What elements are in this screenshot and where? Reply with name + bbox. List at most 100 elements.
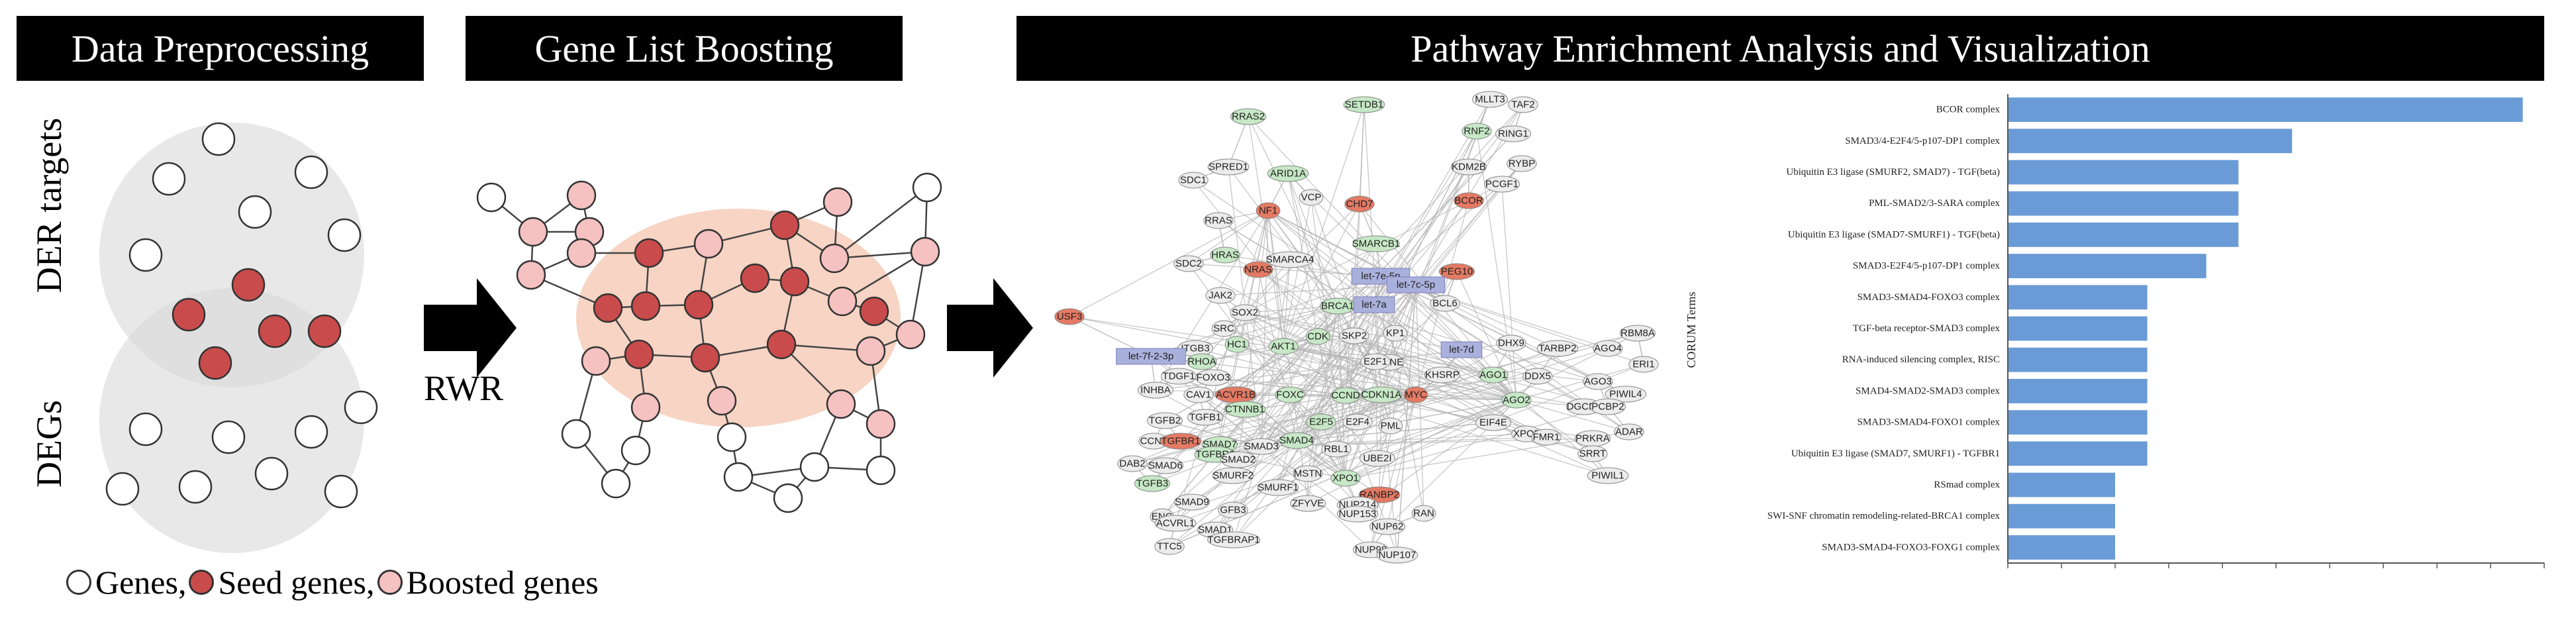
boosted-gene-node bbox=[826, 389, 856, 419]
network-edge bbox=[1296, 440, 1358, 505]
boosted-gene-node bbox=[866, 409, 896, 439]
gene-node bbox=[105, 472, 140, 506]
network-edge bbox=[1516, 399, 1593, 454]
gene-node-shape bbox=[1403, 386, 1428, 403]
network-node-label: PCGF1 bbox=[1485, 179, 1518, 190]
network-node: CAV1 bbox=[1183, 386, 1214, 403]
venn-diagram: DER targets DEGs bbox=[29, 118, 378, 553]
network-node-label: CTNNB1 bbox=[1225, 404, 1265, 415]
network-node: USF3 bbox=[1054, 308, 1085, 325]
network-node: RRAS bbox=[1203, 212, 1234, 229]
network-node-label: SMAD6 bbox=[1148, 460, 1183, 472]
seed-gene-node bbox=[683, 289, 714, 320]
network-node-label: PML bbox=[1381, 421, 1401, 432]
network-edge bbox=[1277, 335, 1355, 488]
network-node-label: NUP153 bbox=[1339, 509, 1377, 520]
network-node-label: CAV1 bbox=[1186, 389, 1211, 401]
seed-gene-node bbox=[859, 296, 889, 327]
gene-node-shape bbox=[1290, 495, 1326, 512]
network-node: BCL6 bbox=[1430, 295, 1460, 312]
network-edge bbox=[1380, 276, 1424, 514]
gene-node bbox=[201, 122, 236, 156]
network-node: UBE2I bbox=[1360, 450, 1395, 467]
network-node: SDC1 bbox=[1178, 172, 1209, 189]
network-node-label: ERI1 bbox=[1632, 359, 1654, 370]
network-edge bbox=[1345, 395, 1609, 476]
gene-node-shape bbox=[1587, 467, 1629, 484]
network-node: RRAS2 bbox=[1230, 108, 1266, 125]
bar bbox=[2008, 285, 2148, 310]
network-node: FOXC bbox=[1275, 386, 1305, 403]
boosted-gene-node bbox=[895, 319, 926, 350]
legend-item-boosted: Boosted genes bbox=[377, 563, 599, 601]
network-edge bbox=[1287, 173, 1338, 307]
network-node-label: SDC2 bbox=[1175, 258, 1202, 270]
gene-node-shape bbox=[1593, 340, 1623, 357]
network-node-label: SMURF1 bbox=[1258, 482, 1299, 493]
network-node: DDX5 bbox=[1522, 368, 1553, 385]
network-node: JAK2 bbox=[1205, 287, 1236, 304]
network-node-label: BCL6 bbox=[1432, 298, 1458, 309]
network-node-label: KDM2B bbox=[1452, 162, 1486, 173]
network-node: SMURF2 bbox=[1212, 467, 1254, 484]
gene-node-shape bbox=[1376, 546, 1418, 564]
network-edge bbox=[1195, 305, 1338, 349]
boosting-edge bbox=[781, 343, 871, 352]
gene-node-shape bbox=[1174, 493, 1210, 511]
network-edge bbox=[1354, 335, 1547, 438]
network-node-label: RBL1 bbox=[1324, 444, 1349, 455]
network-edge bbox=[1244, 361, 1376, 410]
network-node: CCND bbox=[1330, 387, 1361, 404]
network-node: SMAD9 bbox=[1174, 493, 1210, 511]
network-node-label: SMARCA4 bbox=[1266, 254, 1314, 266]
bar-category-label: SMAD3-SMAD4-FOXO3 complex bbox=[1858, 292, 2001, 303]
network-edge bbox=[1188, 263, 1381, 277]
bar bbox=[2008, 222, 2239, 247]
gene-node bbox=[178, 470, 213, 504]
gene-node-shape bbox=[1195, 369, 1231, 386]
network-node-label: NRAS bbox=[1244, 264, 1272, 276]
seed-gene-node bbox=[634, 238, 664, 268]
network-edge bbox=[1267, 210, 1284, 347]
network-node: HRAS bbox=[1210, 246, 1240, 264]
network-edge bbox=[1219, 336, 1318, 445]
network-edge bbox=[1232, 394, 1416, 476]
network-node-label: let-7d bbox=[1449, 344, 1474, 356]
network-node: TGFB3 bbox=[1134, 475, 1170, 492]
network-node-label: let-7f-2-3p bbox=[1128, 351, 1173, 362]
gene-node-shape bbox=[1508, 96, 1538, 113]
mirna-node-shape bbox=[1386, 276, 1446, 293]
mirna-node-shape bbox=[1440, 341, 1483, 358]
gene-node-shape bbox=[1305, 328, 1330, 345]
network-node-label: AGO4 bbox=[1594, 343, 1622, 354]
network-node: RHOA bbox=[1187, 353, 1217, 370]
header-data-preprocessing: Data Preprocessing bbox=[17, 16, 424, 81]
seed-gene-node bbox=[630, 291, 661, 321]
network-node: PIWIL1 bbox=[1587, 467, 1629, 484]
network-node-label: SKP2 bbox=[1342, 331, 1367, 342]
gene-node-shape bbox=[1243, 261, 1273, 278]
network-edge bbox=[1244, 259, 1291, 313]
network-edge bbox=[1169, 394, 1416, 547]
network-node-label: E2F4 bbox=[1346, 417, 1369, 428]
gene-node-shape bbox=[1484, 176, 1520, 193]
gene-node bbox=[620, 435, 651, 466]
network-node: SMAD2 bbox=[1220, 451, 1256, 468]
gene-node-shape bbox=[1583, 373, 1613, 390]
network-node-label: XPO1 bbox=[1332, 473, 1359, 484]
network-node: BCOR bbox=[1454, 192, 1484, 209]
network-node-label: RNF2 bbox=[1463, 126, 1489, 137]
network-node: KHSRP bbox=[1424, 366, 1460, 384]
network-node-label: ARID1A bbox=[1270, 168, 1306, 180]
gene-node bbox=[561, 419, 591, 449]
seed-gene-node bbox=[769, 210, 800, 240]
network-edge bbox=[1516, 399, 1630, 433]
gene-node-shape bbox=[1224, 336, 1250, 353]
network-edge bbox=[1370, 284, 1416, 550]
boosted-gene-node bbox=[707, 386, 737, 416]
gene-node-shape bbox=[1267, 165, 1309, 182]
bar-category-label: BCOR complex bbox=[1936, 105, 2001, 115]
network-node: MLLT3 bbox=[1472, 91, 1508, 108]
network-node-label: CCN2 bbox=[1140, 436, 1167, 447]
